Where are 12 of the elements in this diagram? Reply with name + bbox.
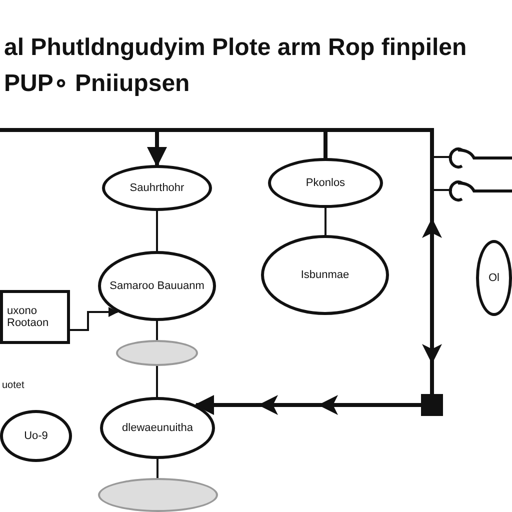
- note-text: uotet: [2, 380, 24, 391]
- node-label: Samaroo Bauuanm: [110, 280, 204, 292]
- node-label: Sauhrthohr: [130, 182, 184, 194]
- node-label: Ol: [488, 272, 500, 284]
- node-label: dlewaeunuitha: [122, 422, 193, 434]
- node-label: uxono Rootaon: [7, 305, 50, 329]
- node-label: Uo-9: [24, 430, 48, 442]
- node-label: Pkonlos: [306, 177, 346, 189]
- process-ellipse: [0, 410, 72, 462]
- title: al Phutldngudyim Plote arm Rop finpilen PUP∘ Pniiupsen: [4, 33, 468, 99]
- process-box: [0, 290, 70, 344]
- node-label: Isbunmae: [300, 269, 350, 281]
